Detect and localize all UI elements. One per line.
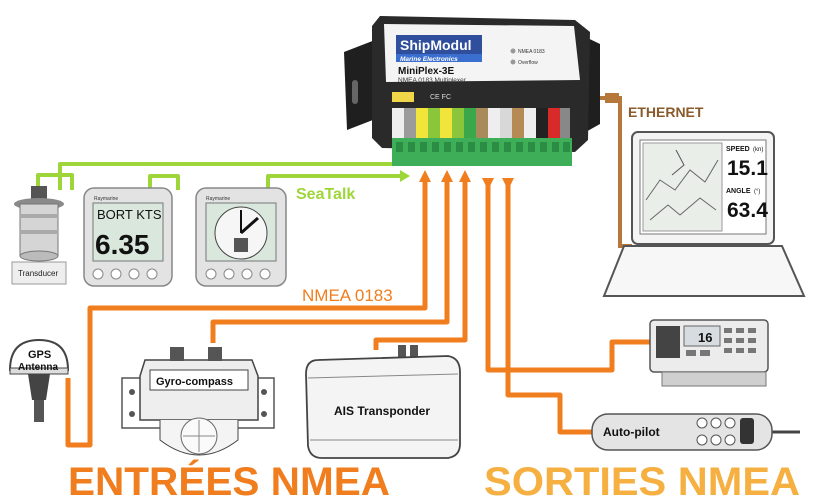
- ethernet-label: ETHERNET: [628, 104, 704, 120]
- speed-instrument: Raymarine BORT KTS 6.35: [83, 187, 173, 287]
- model-description: NMEA 0183 Multiplexer: [398, 77, 467, 84]
- brand-sub-bg: [396, 54, 482, 62]
- gps-antenna: GPS Antenna: [8, 338, 70, 422]
- transducer-label: Transducer: [18, 269, 59, 278]
- gyro-label: Gyro-compass: [156, 376, 233, 388]
- seatalk-cable-2: [58, 143, 412, 190]
- terminal-screws: [396, 142, 570, 152]
- gyro-compass: Gyro-compass: [121, 347, 275, 456]
- laptop-map: [642, 142, 723, 232]
- speed-instrument-brand: Raymarine: [94, 196, 118, 202]
- laptop-device: SPEED (kn) 15.1 ANGLE (°) 63.4: [602, 131, 806, 297]
- arrow-in-3: [459, 170, 471, 182]
- dip-switch: [392, 92, 414, 102]
- cable-ais: [373, 178, 468, 350]
- speed-display-label: BORT KTS: [97, 207, 162, 222]
- led-nmea: [510, 48, 516, 54]
- seatalk-arrow: [400, 170, 410, 182]
- laptop-angle-value: 63.4: [727, 199, 768, 222]
- autopilot-label: Auto-pilot: [603, 425, 660, 439]
- cable-gyro: [210, 178, 450, 343]
- gps-label-line1: GPS: [28, 349, 51, 361]
- laptop-angle-label: ANGLE: [726, 188, 751, 195]
- vhf-radio: 16: [649, 319, 769, 387]
- multiplexer-device: ShipModul Marine Electronics MiniPlex-3E…: [344, 16, 600, 166]
- ais-transponder: AIS Transponder: [305, 345, 461, 459]
- radio-channel: 16: [698, 330, 712, 345]
- wind-instrument: Raymarine: [195, 187, 287, 287]
- ethernet-plug: [605, 93, 619, 103]
- seatalk-cable-3: [148, 174, 180, 190]
- seatalk-cable-1: [36, 173, 74, 193]
- arrow-in-1: [419, 170, 431, 182]
- arrow-out-2: [502, 178, 514, 190]
- cable-arrows: [419, 170, 514, 190]
- terminal-label-strip: [392, 108, 570, 138]
- brand-name: ShipModul: [400, 37, 472, 53]
- autopilot-remote: Auto-pilot: [591, 413, 800, 451]
- laptop-angle-unit: (°): [754, 189, 760, 195]
- cable-radio: [485, 178, 650, 373]
- laptop-speed-label: SPEED: [726, 146, 750, 153]
- laptop-speed-unit: (kn): [753, 147, 763, 153]
- seatalk-cable-4: [266, 174, 400, 190]
- led-nmea-label: NMEA 0183: [518, 49, 545, 55]
- mount-slot-left: [352, 80, 358, 104]
- transducer-device: Transducer: [11, 186, 67, 285]
- nmea-cables: [65, 178, 650, 448]
- led-overflow-label: Overflow: [518, 60, 538, 66]
- model-name: MiniPlex-3E: [398, 66, 454, 77]
- gps-label-line2: Antenna: [18, 362, 58, 373]
- inputs-title: ENTRÉES NMEA: [68, 459, 390, 503]
- led-overflow: [510, 59, 516, 65]
- seatalk-label: SeaTalk: [296, 186, 355, 203]
- cable-gps: [65, 178, 428, 448]
- nmea0183-label: NMEA 0183: [302, 286, 393, 305]
- outputs-title: SORTIES NMEA: [484, 460, 800, 503]
- brand-logo: [396, 35, 482, 54]
- wind-instrument-brand: Raymarine: [206, 196, 230, 202]
- cable-autopilot: [505, 178, 592, 435]
- ethernet-cable: [596, 96, 632, 248]
- mount-ear-left: [344, 40, 378, 130]
- arrow-in-2: [441, 170, 453, 182]
- speed-display-value: 6.35: [95, 229, 150, 260]
- brand-subtitle: Marine Electronics: [400, 56, 458, 63]
- arrow-out-1: [482, 178, 494, 190]
- laptop-speed-value: 15.1: [727, 157, 768, 180]
- ce-fcc-mark: CE FC: [430, 94, 451, 101]
- laptop-keyboard: [602, 245, 806, 297]
- ais-label: AIS Transponder: [334, 404, 430, 418]
